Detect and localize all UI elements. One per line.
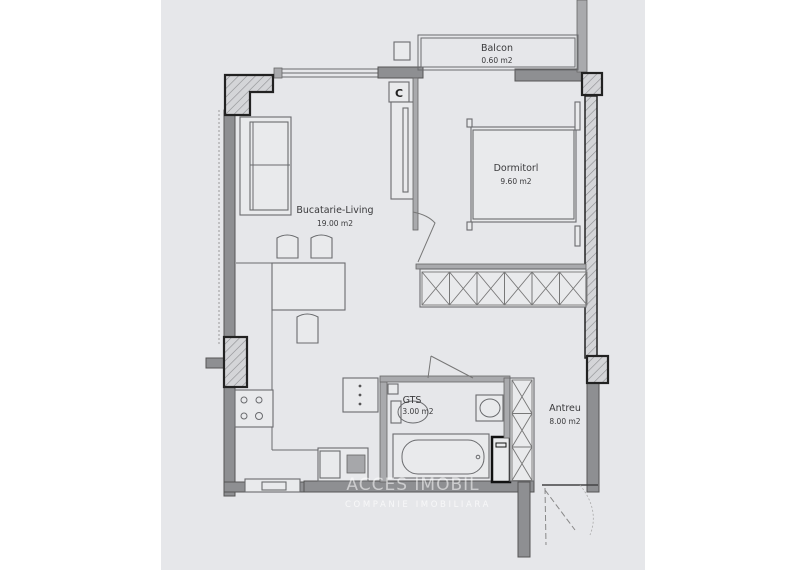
room-dormitor: Dormitorl 9.60 m2 xyxy=(415,101,588,308)
room-area-dormitor: 9.60 m2 xyxy=(500,177,531,186)
chair-icon xyxy=(276,234,333,344)
boiler-icon: C xyxy=(388,81,410,103)
room-area-balcon: 0.60 m2 xyxy=(481,56,512,65)
boiler-label: C xyxy=(395,87,403,100)
balcony: Balcon 0.60 m2 xyxy=(393,34,579,71)
structural-pillars xyxy=(222,71,610,389)
room-label-gts: GTS xyxy=(403,395,422,406)
watermark-logo: ACCES IMOBIL xyxy=(346,475,479,495)
room-bucatarie-living: C xyxy=(234,77,436,493)
room-label-balcon: Balcon xyxy=(481,43,513,54)
bathtub-icon xyxy=(392,433,490,479)
room-gts: GTS 3.00 m2 xyxy=(379,355,512,484)
sofa-icon xyxy=(239,116,292,216)
watermark: ACCES IMOBIL COMPANIE IMOBILIARA xyxy=(345,475,491,510)
room-label-dormitor: Dormitorl xyxy=(494,163,539,174)
room-antreu: Antreu 8.00 m2 xyxy=(509,377,594,546)
room-area-bucatarie: 19.00 m2 xyxy=(317,219,353,228)
room-area-gts: 3.00 m2 xyxy=(402,407,433,416)
room-label-antreu: Antreu xyxy=(549,403,581,414)
room-label-bucatarie: Bucatarie-Living xyxy=(296,205,373,216)
toilet-icon xyxy=(390,400,429,424)
wardrobe xyxy=(415,263,588,308)
stove-icon xyxy=(234,389,274,428)
watermark-subtitle: COMPANIE IMOBILIARA xyxy=(345,500,491,510)
sink-icon xyxy=(475,394,504,422)
room-area-antreu: 8.00 m2 xyxy=(549,417,580,426)
